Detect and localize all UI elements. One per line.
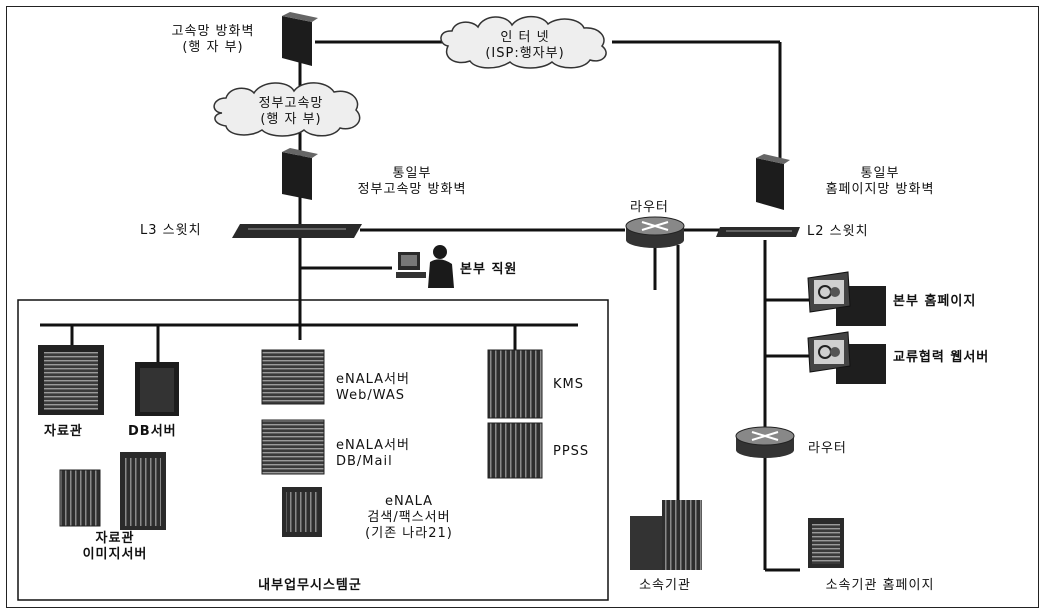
label-db-server: DB서버: [128, 424, 177, 440]
router-icon: [626, 217, 794, 458]
label-enala-db: eNALA서버 DB/Mail: [336, 438, 410, 470]
label-internet: 인 터 넷 (ISP:행자부): [450, 30, 600, 62]
label-hq-homepage: 본부 홈페이지: [893, 294, 976, 310]
label-router-bottom: 라우터: [808, 441, 847, 457]
label-unification-home-firewall: 통일부 홈페이지망 방화벽: [770, 166, 990, 198]
label-archive: 자료관: [44, 424, 83, 440]
label-archive-image-server: 자료관 이미지서버: [50, 531, 180, 563]
label-l2-switch: L2 스윗치: [807, 224, 869, 240]
label-internal-system-group: 내부업무시스템군: [200, 578, 420, 594]
label-exchange-web-server: 교류협력 웹서버: [893, 350, 989, 366]
label-kms: KMS: [553, 377, 584, 393]
label-router-top: 라우터: [630, 200, 669, 216]
label-enala-web: eNALA서버 Web/WAS: [336, 372, 410, 404]
label-government-network: 정부고속망 (행 자 부): [222, 96, 360, 128]
label-l3-switch: L3 스윗치: [140, 223, 202, 239]
label-ppss: PPSS: [553, 444, 589, 460]
label-unification-gov-firewall: 통일부 정부고속망 방화벽: [312, 166, 512, 198]
label-high-speed-firewall: 고속망 방화벽 (행 자 부): [140, 24, 286, 56]
label-hq-staff: 본부 직원: [460, 262, 517, 278]
staff-workstation-icon: [396, 245, 454, 288]
web-server-icon: [808, 272, 886, 384]
label-affiliate: 소속기관: [615, 578, 715, 594]
label-enala-search: eNALA 검색/팩스서버 (기존 나라21): [324, 494, 494, 542]
label-affiliate-homepage: 소속기관 홈페이지: [785, 578, 975, 594]
